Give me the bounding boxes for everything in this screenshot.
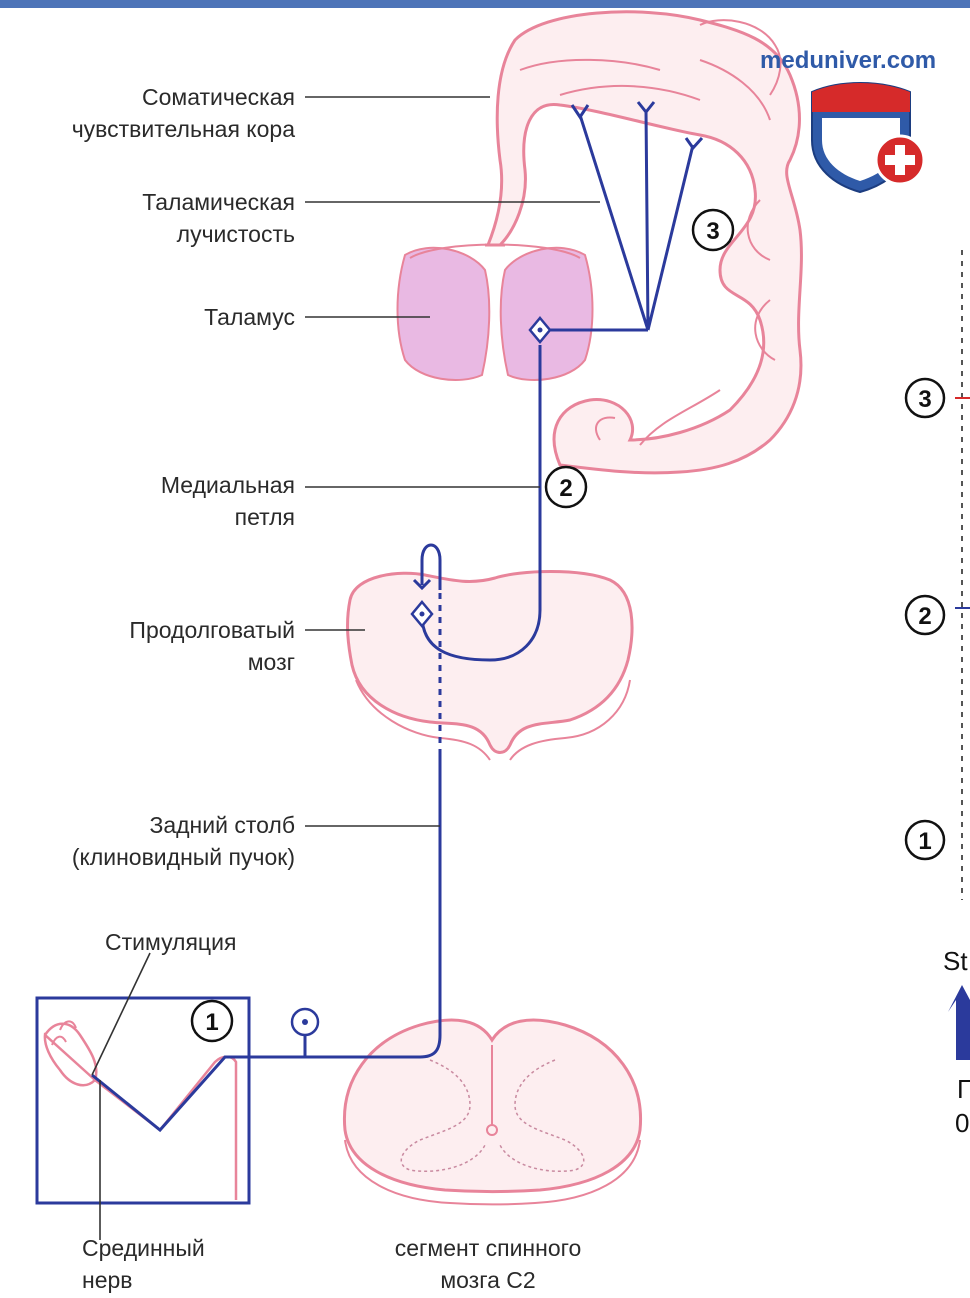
right-marker-2: 2 — [918, 603, 931, 630]
label-spinal-segment-2: мозга С2 — [440, 1267, 535, 1293]
thalamus-shape — [398, 245, 593, 381]
label-dorsal-column-1: Задний столб — [149, 812, 295, 838]
label-medulla-1: Продолговатый — [129, 617, 295, 643]
right-panel-partial: 3 2 1 St П 0 — [906, 250, 970, 1138]
medulla-shape — [348, 572, 632, 761]
label-medial-lemniscus-2: петля — [235, 504, 295, 530]
marker-3: 3 — [706, 218, 719, 245]
marker-2: 2 — [559, 475, 572, 502]
label-thalamic-radiation-1: Таламическая — [142, 189, 295, 215]
label-dorsal-column-2: (клиновидный пучок) — [72, 844, 295, 870]
cortex-hemisphere — [485, 12, 801, 473]
up-arrow-icon — [948, 985, 970, 1060]
right-text-p: П — [957, 1074, 970, 1104]
right-marker-1: 1 — [918, 828, 931, 855]
label-somatic-cortex-1: Соматическая — [142, 84, 295, 110]
label-median-nerve-1: Срединный — [82, 1235, 205, 1261]
right-text-st: St — [943, 946, 968, 976]
label-spinal-segment-1: сегмент спинного — [395, 1235, 582, 1261]
spinal-cord-segment — [344, 1020, 640, 1205]
label-median-nerve-2: нерв — [82, 1267, 133, 1293]
label-medial-lemniscus-1: Медиальная — [161, 472, 295, 498]
marker-1: 1 — [205, 1009, 218, 1036]
label-thalamic-radiation-2: лучистость — [177, 221, 295, 247]
right-text-0: 0 — [955, 1108, 969, 1138]
label-somatic-cortex-2: чувствительная кора — [72, 116, 295, 142]
label-thalamus: Таламус — [204, 304, 295, 330]
label-stimulation: Стимуляция — [105, 929, 236, 955]
watermark-site-text: meduniver.com — [760, 47, 936, 74]
right-marker-3: 3 — [918, 386, 931, 413]
label-medulla-2: мозг — [248, 649, 295, 675]
